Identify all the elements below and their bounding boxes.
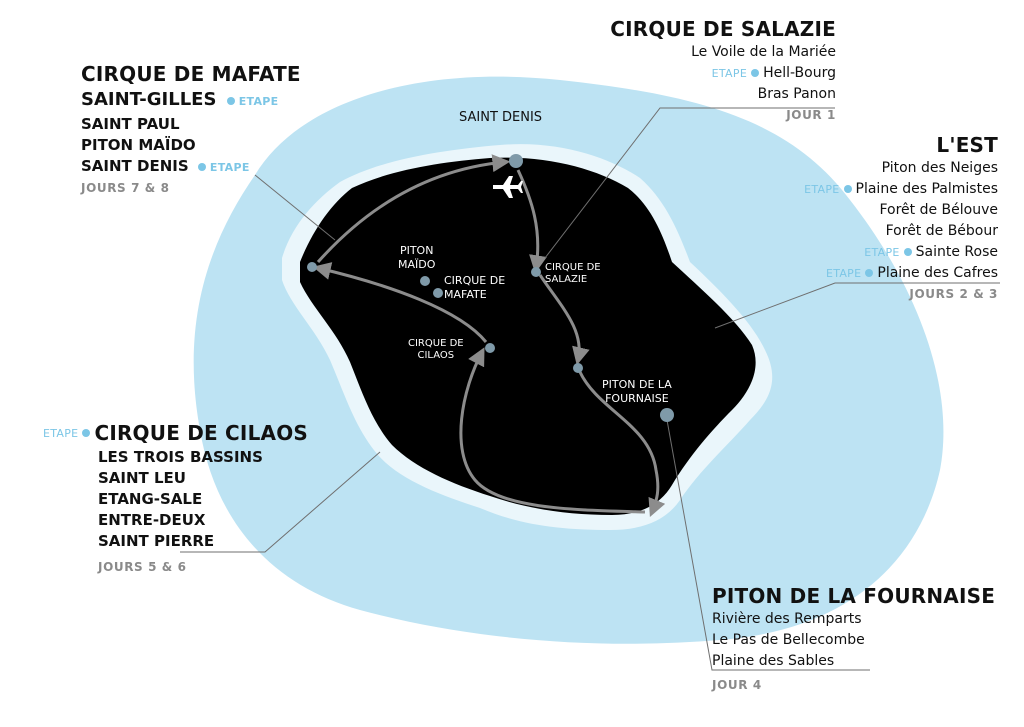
stop-cirque-salazie (531, 267, 541, 277)
stop-piton-maido (420, 276, 430, 286)
label-piton-maido: PITON MAÏDO (398, 244, 436, 271)
section-fournaise: PITON DE LA FOURNAISE Rivière des Rempar… (712, 583, 995, 694)
island-shape (300, 157, 756, 515)
fournaise-line-1: Rivière des Remparts (712, 611, 862, 627)
cilaos-line-3: ETANG-SALE (98, 490, 203, 508)
label-cirque-mafate: CIRQUE DE MAFATE (444, 274, 506, 301)
label-saint-denis: SAINT DENIS (459, 110, 543, 125)
salazie-line-1: Le Voile de la Mariée (691, 44, 836, 60)
stop-saint-gilles (307, 262, 317, 272)
label-cirque-salazie: CIRQUE DE SALAZIE (545, 262, 601, 285)
salazie-line-3: Bras Panon (757, 86, 836, 102)
cilaos-line-5: SAINT PIERRE (98, 532, 215, 550)
section-mafate: CIRQUE DE MAFATE SAINT-GILLES ETAPE SAIN… (81, 61, 301, 197)
etape-badge: ETAPE (826, 267, 877, 280)
mafate-line-1: SAINT-GILLES (81, 89, 217, 110)
stop-saint-denis (509, 154, 523, 168)
label-cirque-cilaos: CIRQUE DE CILAOS (408, 338, 464, 361)
section-est-title: L'EST (936, 133, 998, 157)
fournaise-days: JOUR 4 (712, 678, 762, 692)
est-line-6: Plaine des Cafres (877, 265, 998, 281)
fournaise-line-2: Le Pas de Bellecombe (712, 632, 865, 648)
est-line-4: Forêt de Bébour (885, 223, 998, 239)
mafate-line-4: SAINT DENIS (81, 157, 189, 175)
route-lines (312, 154, 666, 517)
stop-cirque-mafate (433, 288, 443, 298)
mafate-days: JOURS 7 & 8 (81, 181, 170, 195)
etape-badge: ETAPE (804, 183, 855, 196)
stop-piton-fournaise (660, 408, 674, 422)
etape-badge: ETAPE (712, 67, 763, 80)
etape-badge: ETAPE (223, 95, 279, 108)
est-line-2: Plaine des Palmistes (855, 181, 998, 197)
est-line-3: Forêt de Bélouve (879, 202, 998, 218)
etape-badge: ETAPE (864, 246, 915, 259)
cilaos-days: JOURS 5 & 6 (98, 560, 187, 574)
mafate-line-3: PITON MAÏDO (81, 136, 196, 154)
mafate-line-2: SAINT PAUL (81, 115, 180, 133)
est-line-5: Sainte Rose (915, 244, 998, 260)
est-days: JOURS 2 & 3 (909, 287, 998, 301)
fournaise-line-3: Plaine des Sables (712, 653, 835, 669)
cilaos-line-4: ENTRE-DEUX (98, 511, 206, 529)
route-stops (307, 154, 674, 422)
est-line-1: Piton des Neiges (881, 160, 998, 176)
airplane-icon (493, 176, 523, 198)
stop-cirque-cilaos (485, 343, 495, 353)
section-fournaise-title: PITON DE LA FOURNAISE (712, 584, 996, 608)
salazie-line-2: Hell-Bourg (763, 65, 836, 81)
section-salazie-title: CIRQUE DE SALAZIE (610, 17, 836, 41)
cilaos-line-1: LES TROIS BASSINS (98, 448, 263, 466)
section-cilaos-title: CIRQUE DE CILAOS (94, 421, 308, 445)
label-piton-fournaise: PITON DE LA FOURNAISE (602, 378, 672, 405)
stop-route-east (573, 363, 583, 373)
etape-badge: ETAPE (194, 161, 250, 174)
section-mafate-title: CIRQUE DE MAFATE (81, 62, 301, 86)
section-salazie: CIRQUE DE SALAZIE Le Voile de la Mariée … (610, 16, 836, 124)
cilaos-line-2: SAINT LEU (98, 469, 186, 487)
salazie-days: JOUR 1 (786, 108, 836, 122)
leader-lines (180, 107, 1000, 671)
etape-badge: ETAPE (43, 427, 94, 440)
